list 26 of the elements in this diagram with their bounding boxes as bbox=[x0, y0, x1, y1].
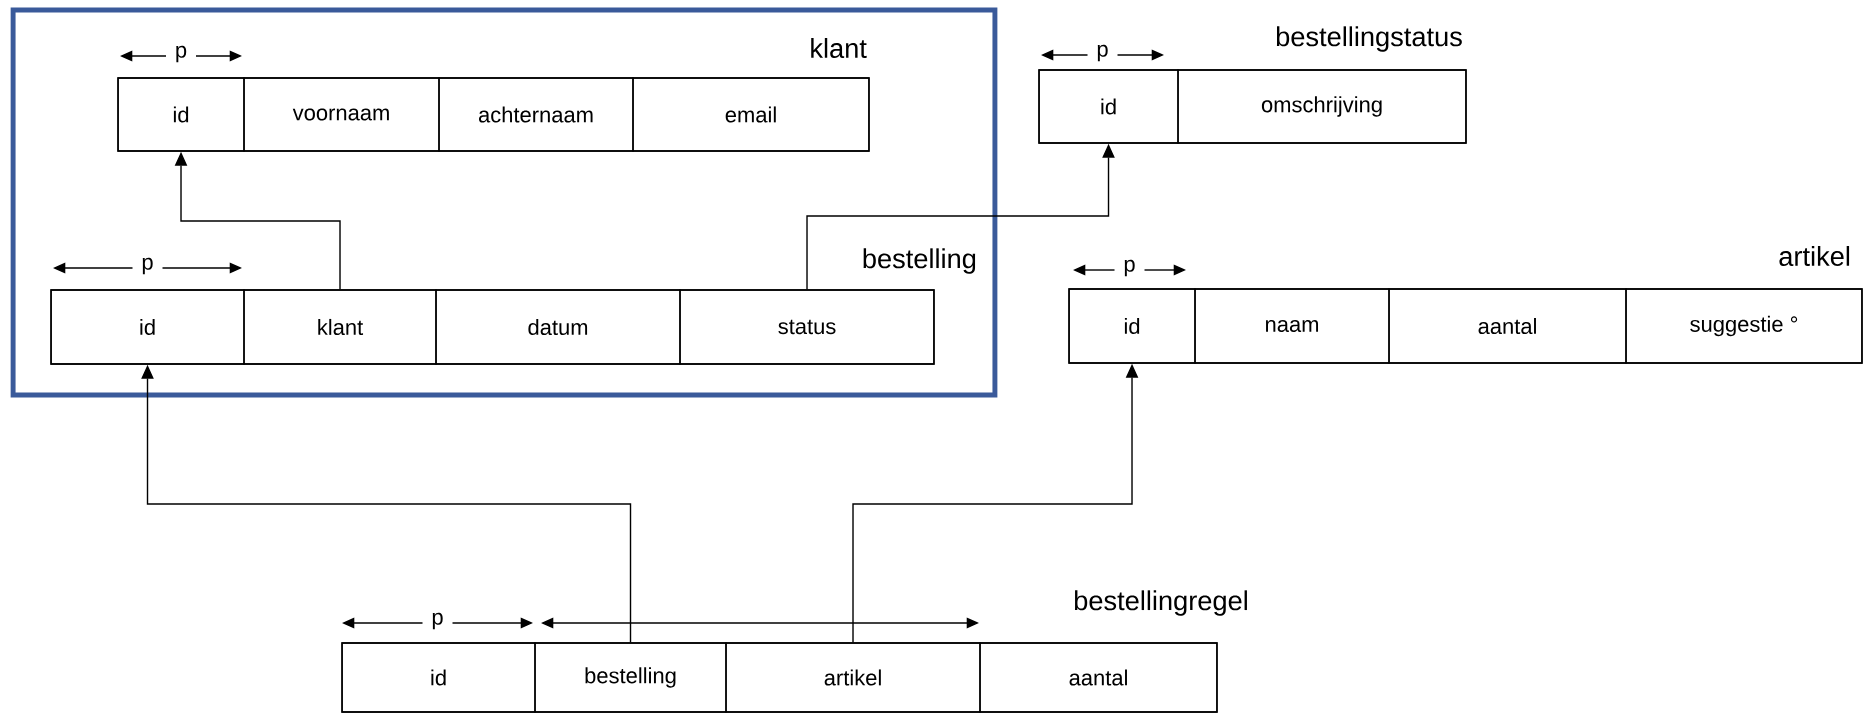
key-label: p bbox=[176, 45, 187, 63]
frame bbox=[10, 7, 998, 398]
table-cell: id bbox=[341, 642, 536, 713]
table-cell: bestelling bbox=[534, 642, 727, 713]
table-cell: klant bbox=[243, 289, 437, 365]
node-label: bestelling bbox=[863, 248, 976, 274]
table-cell: id bbox=[117, 77, 245, 152]
table-cell: achternaam bbox=[438, 77, 634, 152]
table-cell: aantal bbox=[979, 642, 1218, 713]
table-cell: id bbox=[1068, 288, 1196, 364]
table-cell: suggestie ° bbox=[1625, 288, 1863, 364]
node-label: bestellingregel bbox=[1074, 590, 1247, 616]
table-cell: id bbox=[50, 289, 245, 365]
table-cell: artikel bbox=[725, 642, 981, 713]
node-label: artikel bbox=[1779, 246, 1850, 267]
table-cell: status bbox=[679, 289, 935, 365]
table-cell: datum bbox=[435, 289, 681, 365]
key-label: p bbox=[1124, 259, 1135, 277]
table-cell: email bbox=[632, 77, 870, 152]
table-cell: id bbox=[1038, 69, 1179, 144]
table-cell: naam bbox=[1194, 288, 1390, 364]
node-label: bestellingstatus bbox=[1276, 26, 1462, 52]
table-cell: aantal bbox=[1388, 288, 1627, 364]
table-cell: voornaam bbox=[243, 77, 440, 152]
node-label: klant bbox=[811, 38, 867, 59]
table-cell: omschrijving bbox=[1177, 69, 1467, 144]
